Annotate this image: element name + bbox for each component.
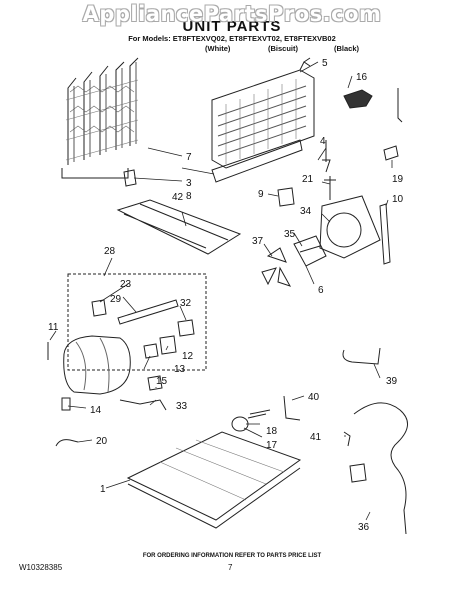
- part-number-label: 34: [300, 206, 312, 217]
- color-black: (Black): [334, 44, 360, 53]
- part-39-shape: [342, 347, 381, 365]
- part-10-shape: [379, 203, 391, 265]
- harness-connector: [349, 463, 367, 483]
- part-20-shape: [55, 439, 79, 447]
- part-9-shape: [277, 187, 295, 207]
- part-number-label: 9: [258, 189, 264, 200]
- part-32-shape: [177, 319, 195, 337]
- part-40-shape: [283, 395, 301, 421]
- part-number-label: 6: [318, 285, 324, 296]
- part-19-shape: [383, 145, 399, 161]
- part-13-shape: [143, 343, 159, 359]
- part-number-label: 14: [90, 405, 102, 416]
- part-21-shape: [324, 176, 336, 200]
- part-number-label: 12: [182, 351, 194, 362]
- part-number-label: 8: [186, 191, 192, 202]
- page-title: UNIT PARTS: [182, 18, 282, 35]
- ordering-note: FOR ORDERING INFORMATION REFER TO PARTS …: [142, 553, 322, 559]
- page-number: 7: [228, 563, 233, 572]
- part-number-label: 4: [320, 136, 326, 147]
- part-29-shape: [117, 299, 179, 325]
- part-number-label: 41: [310, 432, 322, 443]
- part-number-label: 35: [284, 229, 296, 240]
- part-23-shape: [91, 299, 107, 317]
- part-8-shape: [123, 169, 137, 187]
- part-number-label: 42: [172, 192, 184, 203]
- part-number-label: 23: [120, 279, 132, 290]
- part-16-shape: [343, 89, 373, 109]
- part-number-label: 11: [48, 322, 59, 333]
- part-number-label: 33: [176, 401, 188, 412]
- part-33-shape: [119, 399, 167, 411]
- part-number-label: 29: [110, 294, 122, 305]
- part-15-shape: [147, 375, 163, 391]
- part-number-label: 18: [266, 426, 278, 437]
- part-12-shape: [159, 335, 177, 355]
- fan-blade: [261, 247, 292, 287]
- part-number-label: 1: [100, 484, 106, 495]
- part-number-label: 20: [96, 436, 108, 447]
- part-number-label: 28: [104, 246, 116, 257]
- part-number-label: 10: [392, 194, 404, 205]
- part-number-label: 16: [356, 72, 368, 83]
- condenser-coil: [61, 57, 139, 179]
- part-labels: 1 3 4 5 6 7 8 9 10 11 12 13 14 15 16 17 …: [48, 58, 404, 533]
- part-number-label: 7: [186, 152, 192, 163]
- part-number-label: 36: [358, 522, 370, 533]
- part-number-label: 19: [392, 174, 404, 185]
- part-number-label: 39: [386, 376, 398, 387]
- model-list: For Models: ET8FTEXVQ02, ET8FTEXVT02, ET…: [128, 34, 336, 43]
- part-number-label: 32: [180, 298, 192, 309]
- part-number-label: 40: [308, 392, 320, 403]
- part-number-label: 13: [174, 364, 186, 375]
- compressor: [61, 335, 131, 411]
- component-kit-box: [67, 273, 207, 371]
- part-18-shape: [247, 409, 271, 419]
- part-4-shape: [322, 140, 331, 173]
- color-white: (White): [205, 44, 231, 53]
- part-number-label: 3: [186, 178, 192, 189]
- fan-motor: [293, 235, 327, 267]
- part-number-label: 17: [266, 440, 278, 451]
- part-number-label: 21: [302, 174, 314, 185]
- part-number-label: 5: [322, 58, 328, 69]
- color-biscuit: (Biscuit): [268, 44, 298, 53]
- fan-shroud-opening: [326, 212, 362, 248]
- part-number-label: 37: [252, 236, 264, 247]
- watermark: AppliancePartsPros.com: [82, 2, 382, 26]
- base-frame: [126, 431, 302, 529]
- document-number: W10328385: [19, 563, 63, 572]
- evaporator: [211, 57, 315, 183]
- part-wire-top-right: [397, 88, 403, 123]
- fan-shroud: [319, 195, 381, 259]
- wiring-harness: [353, 402, 408, 535]
- part-41-shape: [343, 431, 351, 447]
- part-number-label: 15: [156, 376, 168, 387]
- drain-pan: [116, 199, 242, 255]
